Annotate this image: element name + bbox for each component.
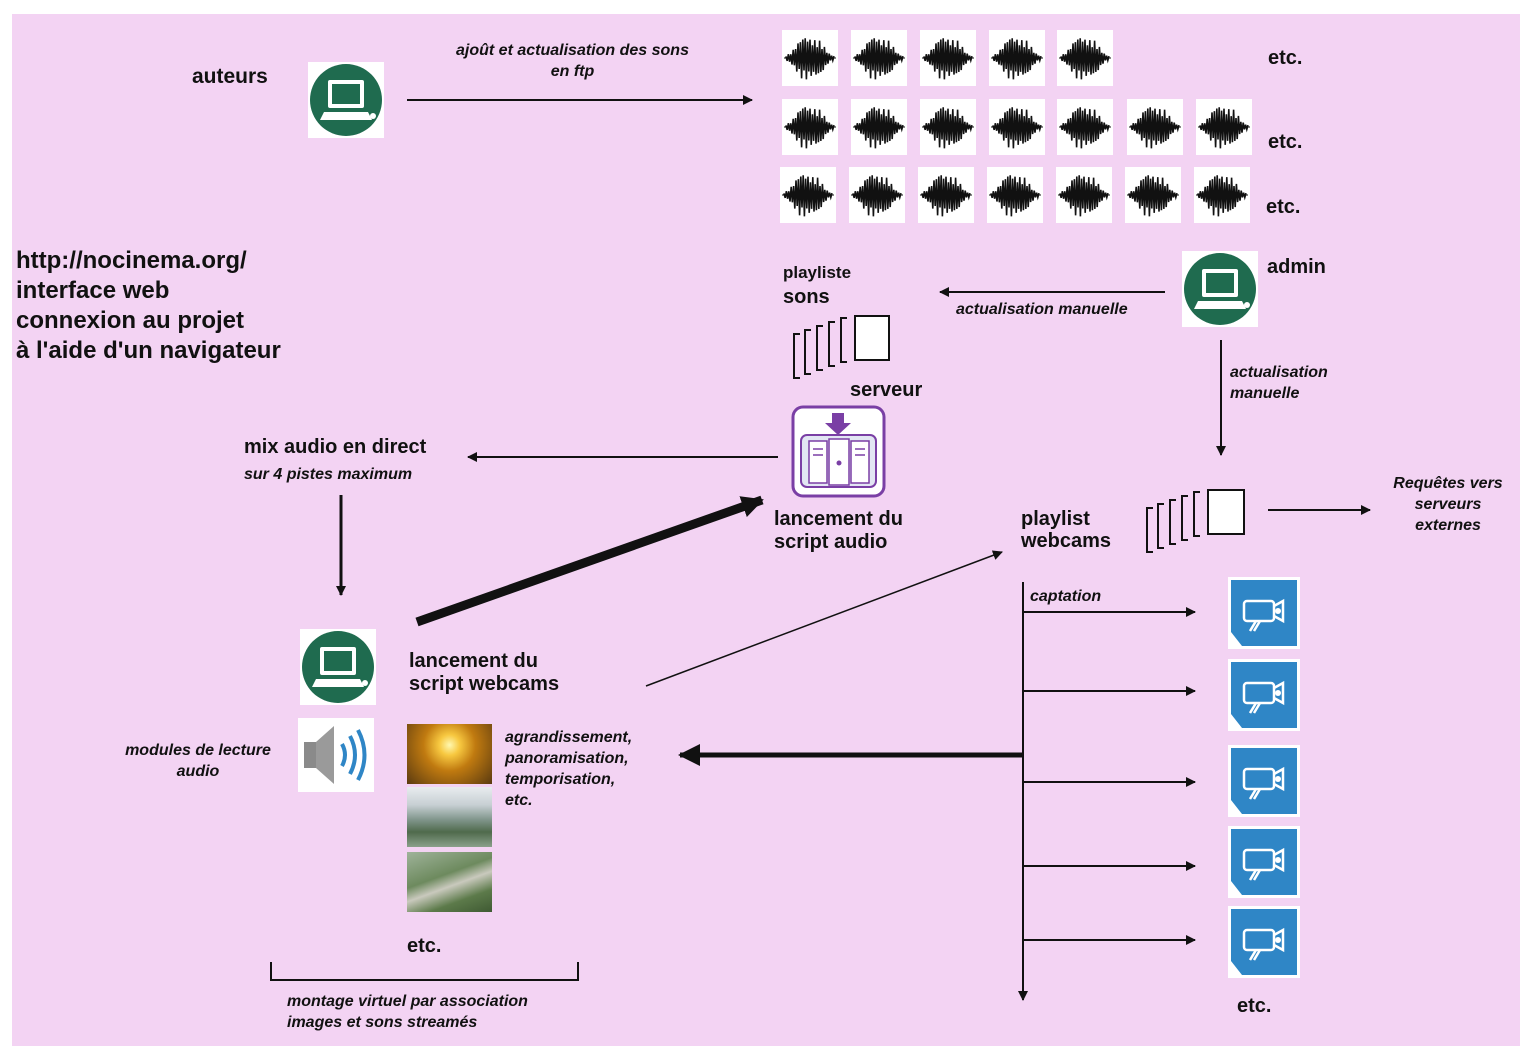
webcam-icon xyxy=(1228,906,1300,978)
label-etc-row1: etc. xyxy=(1268,47,1303,69)
label-effects: agrandissement, panoramisation, temporis… xyxy=(505,727,632,811)
label-requetes-line1: Requêtes vers xyxy=(1393,475,1503,492)
label-playlist-sons-line2: sons xyxy=(783,286,830,308)
label-montage-line2: images et sons streamés xyxy=(287,1014,478,1031)
label-playlist-webcams: playlist webcams xyxy=(1021,508,1111,552)
computer-icon xyxy=(1182,251,1258,327)
webcam-icon xyxy=(1228,659,1300,731)
sound-wave-icon xyxy=(851,99,907,155)
sound-wave-icon xyxy=(1127,99,1183,155)
sound-wave-icon xyxy=(782,99,838,155)
computer-icon xyxy=(300,629,376,705)
sound-wave-icon xyxy=(920,30,976,86)
sound-wave-icon xyxy=(1057,99,1113,155)
playlist-webcams-icon xyxy=(1146,489,1245,553)
sound-wave-icon xyxy=(918,167,974,223)
label-etc-images: etc. xyxy=(407,935,442,957)
sound-wave-icon xyxy=(989,30,1045,86)
label-script-webcams-line1: lancement du xyxy=(409,650,538,672)
label-auteurs: auteurs xyxy=(192,65,268,88)
label-etc-row3: etc. xyxy=(1266,196,1301,218)
label-modules-line2: audio xyxy=(176,763,220,780)
playlist-sons-icon xyxy=(793,315,890,379)
server-icon xyxy=(791,405,886,498)
label-modules: modules de lecture audio xyxy=(108,740,288,782)
label-requetes: Requêtes vers serveurs externes xyxy=(1378,473,1518,536)
label-script-audio-line2: script audio xyxy=(774,531,888,553)
label-requetes-line2: serveurs xyxy=(1414,496,1482,513)
label-ftp-line1: ajoût et actualisation des sons xyxy=(456,42,689,59)
label-mix-audio: mix audio en direct xyxy=(244,436,427,458)
label-serveur: serveur xyxy=(850,379,923,401)
webcam-icon xyxy=(1228,745,1300,817)
label-montage-line1: montage virtuel par association xyxy=(287,993,528,1010)
sound-wave-icon xyxy=(780,167,836,223)
arrow-launch-audio xyxy=(415,495,764,627)
label-script-webcams: lancement du script webcams xyxy=(409,650,559,696)
label-captation: captation xyxy=(1030,588,1102,605)
sound-wave-icon xyxy=(1057,30,1113,86)
label-requetes-line3: externes xyxy=(1415,517,1481,534)
label-playlist-sons-line1: playliste xyxy=(783,263,852,282)
speaker-icon xyxy=(298,718,374,792)
label-etc-cams: etc. xyxy=(1237,995,1272,1017)
sound-wave-icon xyxy=(1196,99,1252,155)
label-url-line3: connexion au projet xyxy=(16,307,245,334)
label-url-block: http://nocinema.org/ interface web conne… xyxy=(16,246,281,366)
montage-bracket xyxy=(270,962,579,981)
webcam-icon xyxy=(1228,826,1300,898)
label-url: http://nocinema.org/ xyxy=(16,247,247,274)
webcam-image-valley xyxy=(407,852,492,912)
label-script-webcams-line2: script webcams xyxy=(409,673,560,695)
label-actualisation-manuelle: actualisation manuelle xyxy=(956,301,1128,318)
webcam-image-lake xyxy=(407,787,492,847)
label-actualisation-v1: actualisation xyxy=(1230,364,1328,381)
label-playlist-sons: playliste sons xyxy=(783,261,851,309)
label-script-audio-line1: lancement du xyxy=(774,508,903,530)
label-admin: admin xyxy=(1267,256,1326,278)
webcam-image-sun xyxy=(407,724,492,784)
sound-wave-icon xyxy=(1125,167,1181,223)
webcam-icon xyxy=(1228,577,1300,649)
sound-wave-icon xyxy=(1056,167,1112,223)
label-etc-row2: etc. xyxy=(1268,131,1303,153)
label-script-audio: lancement du script audio xyxy=(774,508,903,554)
label-actualisation-v2: manuelle xyxy=(1230,385,1300,402)
label-effects-line3: temporisation, xyxy=(505,771,616,788)
sound-wave-icon xyxy=(920,99,976,155)
label-playlist-webcams-line1: playlist xyxy=(1021,508,1090,530)
label-url-line4: à l'aide d'un navigateur xyxy=(16,337,281,364)
label-montage: montage virtuel par association images e… xyxy=(287,991,528,1033)
sound-wave-icon xyxy=(1194,167,1250,223)
label-url-line2: interface web xyxy=(16,277,170,304)
sound-wave-icon xyxy=(987,167,1043,223)
arrow-launch-webcams xyxy=(645,550,1003,687)
label-effects-line4: etc. xyxy=(505,792,533,809)
sound-wave-icon xyxy=(851,30,907,86)
sound-wave-icon xyxy=(849,167,905,223)
label-mix-audio-sub: sur 4 pistes maximum xyxy=(244,466,413,483)
computer-icon xyxy=(308,62,384,138)
sound-wave-icon xyxy=(782,30,838,86)
label-ftp: ajoût et actualisation des sons en ftp xyxy=(420,40,725,82)
label-modules-line1: modules de lecture xyxy=(125,742,271,759)
sound-wave-icon xyxy=(989,99,1045,155)
label-playlist-webcams-line2: webcams xyxy=(1021,530,1112,552)
label-effects-line2: panoramisation, xyxy=(505,750,629,767)
label-ftp-line2: en ftp xyxy=(550,63,595,80)
label-effects-line1: agrandissement, xyxy=(505,729,633,746)
label-actualisation-manuelle-v: actualisation manuelle xyxy=(1230,362,1328,404)
